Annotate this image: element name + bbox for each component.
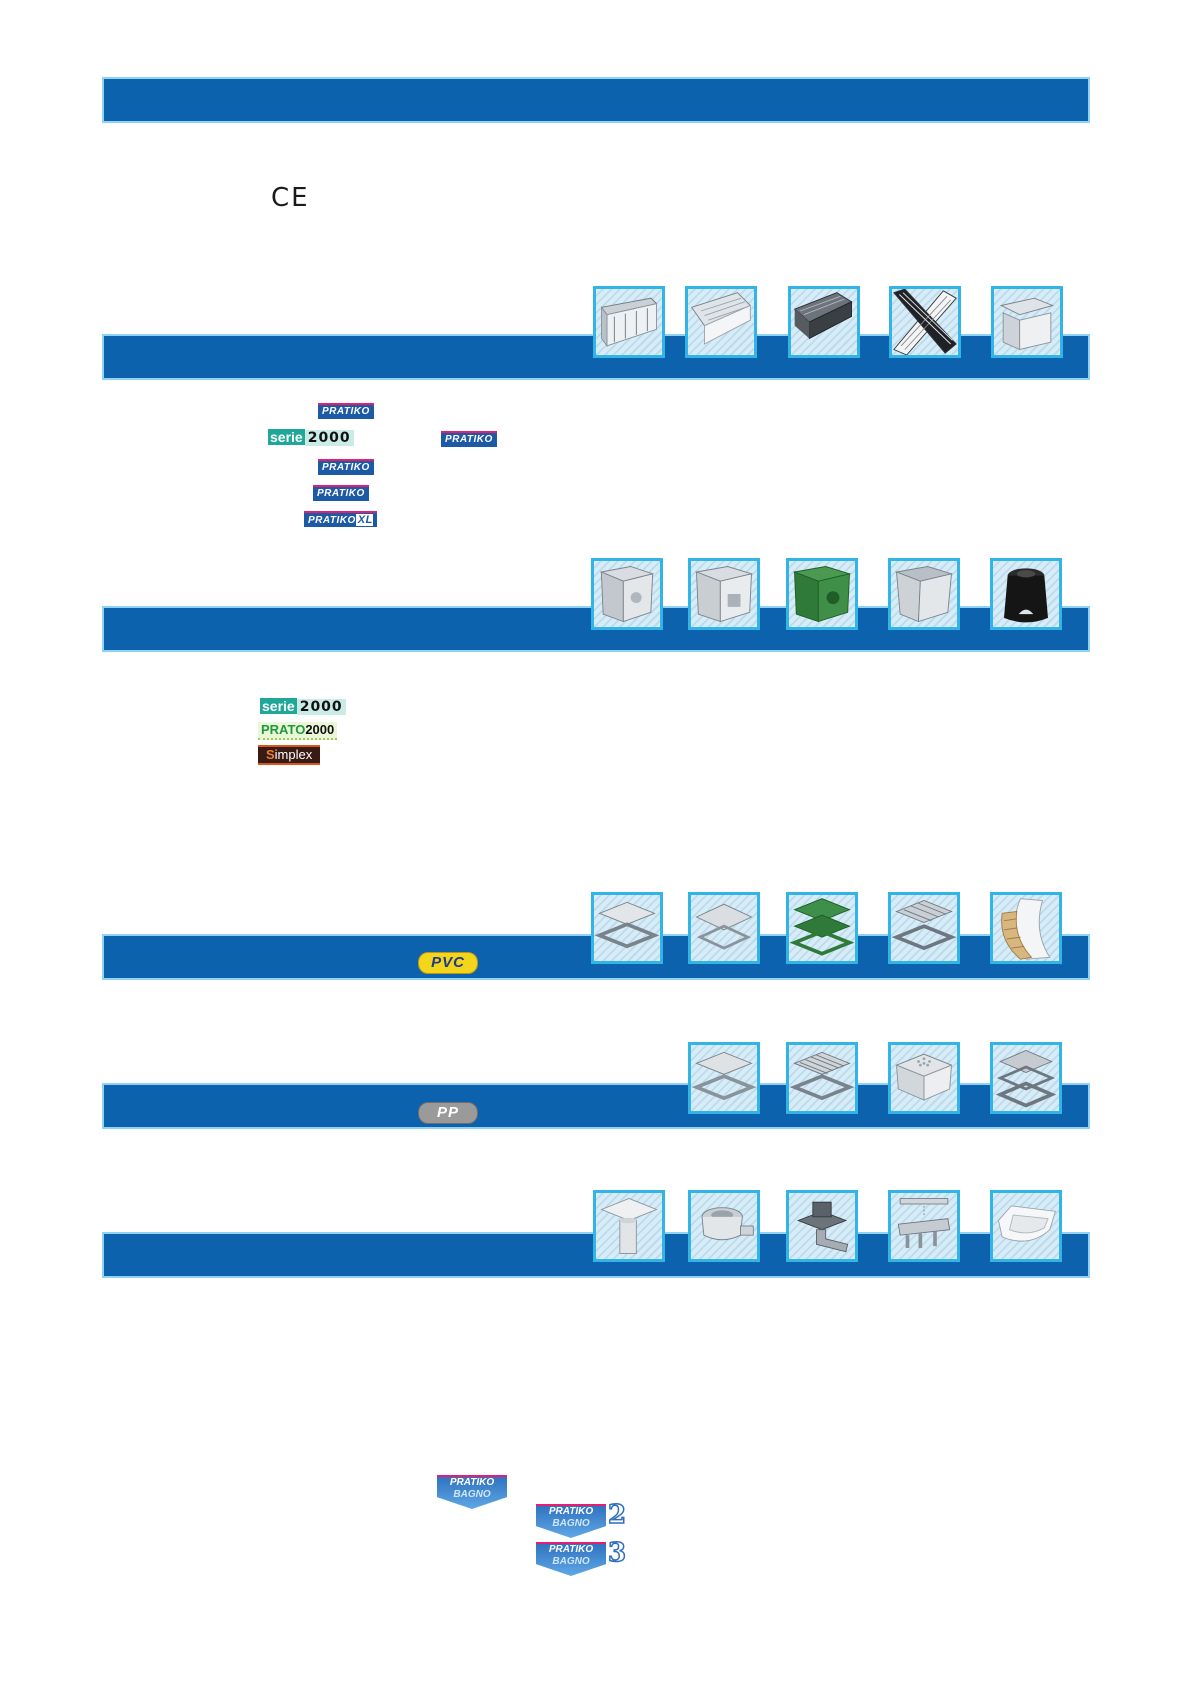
thumb-floor-drain[interactable] <box>593 1190 665 1262</box>
logo-pratiko-1: PRATIKO <box>318 403 374 419</box>
pp-badge: PP <box>418 1102 478 1124</box>
thumb-pp-cover-frame[interactable] <box>688 1042 760 1114</box>
siphon-drain-icon <box>796 1201 849 1253</box>
grey-sump-icon <box>599 566 655 623</box>
ceramic-sink-icon <box>998 1205 1056 1242</box>
grey-sump-outlet-icon <box>694 566 754 623</box>
grey-open-sump-icon <box>894 566 954 623</box>
pp-perforated-cover-icon <box>895 1053 953 1101</box>
thumb-pp-slotted-grate[interactable] <box>786 1042 858 1114</box>
thumb-linear-shower-drain[interactable] <box>888 1190 960 1262</box>
flat-cover-icon <box>695 903 753 950</box>
channel-with-grate-icon <box>600 297 658 348</box>
floor-drain-icon <box>600 1198 658 1254</box>
pp-slotted-grate-icon <box>789 1051 855 1101</box>
thumb-slotted-grate-frame[interactable] <box>888 892 960 964</box>
curved-grate-icon <box>1001 898 1051 960</box>
bagno-2-number: 2 <box>607 1500 627 1530</box>
thumb-grey-open-sump[interactable] <box>888 558 960 630</box>
linear-shower-drain-icon <box>897 1198 951 1248</box>
thumb-round-drain[interactable] <box>688 1190 760 1262</box>
slot-grates-icon <box>893 289 957 355</box>
thumb-pp-perforated-cover[interactable] <box>888 1042 960 1114</box>
square-cover-frame-icon <box>594 901 660 949</box>
pvc-badge: PVC <box>418 952 478 974</box>
dark-channel-icon <box>793 292 853 340</box>
thumb-grey-sump[interactable] <box>591 558 663 630</box>
logo-simplex: Simplex <box>258 745 321 765</box>
logo-prato2000: PRATO2000 <box>258 722 338 740</box>
thumb-green-sump[interactable] <box>786 558 858 630</box>
thumb-channel-with-grate[interactable] <box>593 286 665 358</box>
channel-grate-icon <box>690 292 752 345</box>
thumb-square-box[interactable] <box>991 286 1063 358</box>
thumb-siphon-drain[interactable] <box>786 1190 858 1262</box>
thumb-ceramic-sink[interactable] <box>990 1190 1062 1262</box>
logo-pratiko-4: PRATIKO <box>313 485 369 501</box>
bagno-3-number: 3 <box>607 1538 627 1568</box>
pp-grate-frame-icon <box>995 1050 1057 1108</box>
logo-pratiko-3: PRATIKO <box>318 459 374 475</box>
header-band <box>102 77 1090 123</box>
thumb-curved-grate[interactable] <box>990 892 1062 964</box>
thumb-pp-grate-frame[interactable] <box>990 1042 1062 1114</box>
black-round-valve-box-icon <box>1004 568 1048 623</box>
slotted-grate-frame-icon <box>891 900 957 951</box>
logo-pratiko-2: PRATIKO <box>441 431 497 447</box>
thumb-grey-sump-outlet[interactable] <box>688 558 760 630</box>
thumb-slot-grates[interactable] <box>889 286 961 358</box>
thumb-flat-cover[interactable] <box>688 892 760 964</box>
pp-cover-frame-icon <box>691 1051 757 1101</box>
thumb-green-grate-frame[interactable] <box>786 892 858 964</box>
green-grate-frame-icon <box>789 898 855 956</box>
round-drain-icon <box>701 1207 754 1241</box>
thumb-channel-grate[interactable] <box>685 286 757 358</box>
ce-mark: CE <box>271 183 310 213</box>
thumb-square-cover-frame[interactable] <box>591 892 663 964</box>
thumb-black-valve-box[interactable] <box>990 558 1062 630</box>
green-sump-icon <box>792 566 852 623</box>
thumb-dark-channel[interactable] <box>788 286 860 358</box>
square-box-with-cover-icon <box>999 297 1055 351</box>
